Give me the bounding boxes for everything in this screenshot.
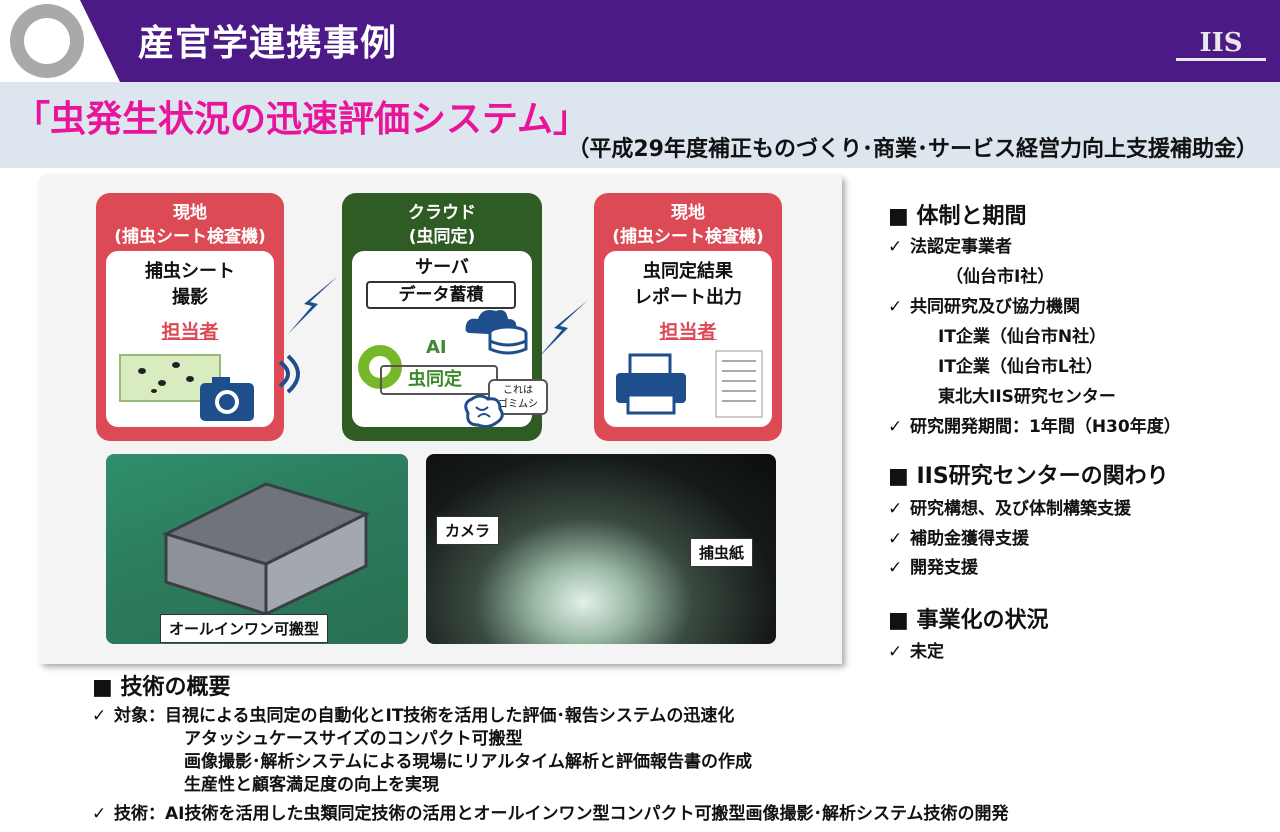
check-icon: ✓ [888, 237, 903, 257]
report-line-1: 虫同定結果 [643, 261, 733, 282]
check-icon: ✓ [888, 297, 903, 317]
speech-bubble: これは ゴミムシ [488, 379, 548, 415]
structure-item-5: IT企業（仙台市L社） [938, 357, 1103, 377]
brain-icon [464, 394, 504, 429]
portable-device-label: オールインワン可搬型 [160, 614, 329, 643]
check-icon: ✓ [888, 499, 903, 519]
capture-line-1: 捕虫シート [145, 261, 235, 282]
check-icon: ✓ [888, 642, 903, 662]
target-line-1: 目視による虫同定の自動化とIT技術を活用した評価･報告システムの迅速化 [165, 706, 735, 726]
tech-label: 技術： [114, 804, 165, 824]
slide-main-title: 「虫発生状況の迅速評価システム」 [14, 99, 589, 140]
lightning-link-icon [288, 276, 338, 334]
check-icon: ✓ [888, 529, 903, 549]
trap-paper-label: 捕虫紙 [690, 538, 754, 567]
iis-logo-underline [1176, 58, 1266, 61]
structure-item-1: ✓法認定事業者 [888, 237, 1012, 257]
printer-report-icon [616, 350, 763, 418]
ai-label: AI [426, 337, 447, 358]
report-person-label: 担当者 [659, 321, 717, 343]
trap-sheet-camera-icon [119, 354, 254, 421]
report-card-header-2: (捕虫シート検査機) [612, 227, 764, 247]
check-icon: ✓ [92, 706, 107, 726]
title-band [0, 82, 1280, 168]
server-label: サーバ [415, 257, 469, 278]
overview-heading: ■ 技術の概要 [92, 675, 231, 700]
check-icon: ✓ [888, 417, 903, 437]
cloud-database-icon [465, 310, 528, 355]
identify-label: 虫同定 [408, 369, 462, 390]
cloud-card: クラウド (虫同定) サーバ データ蓄積 AI 虫同定 これは ゴミムシ [342, 193, 548, 441]
bubble-line-1: これは [503, 385, 533, 396]
iis-item-1: ✓研究構想、及び体制構築支援 [888, 499, 1131, 519]
capture-line-2: 撮影 [172, 287, 208, 308]
report-card-body: 虫同定結果 レポート出力 担当者 [604, 251, 772, 427]
site-card-header-1: 現地 [173, 203, 207, 223]
site-card-body: 捕虫シート 撮影 担当者 [106, 251, 274, 427]
wifi-signal-icon [278, 354, 300, 394]
structure-item-2: （仙台市I社） [946, 267, 1055, 287]
report-card-header-1: 現地 [671, 203, 705, 223]
wreath-logo-icon [10, 4, 84, 78]
target-label: 対象： [114, 706, 165, 726]
camera-label: カメラ [436, 516, 500, 545]
section-commercial-heading: ■ 事業化の状況 [888, 608, 1049, 633]
cloud-card-header-1: クラウド [408, 203, 476, 223]
iis-item-2: ✓補助金獲得支援 [888, 529, 1029, 549]
iis-item-3: ✓開発支援 [888, 558, 978, 578]
overview-target-line: ✓ 対象：目視による虫同定の自動化とIT技術を活用した評価･報告システムの迅速化 [92, 705, 734, 728]
section-iis-heading: ■ IIS研究センターの関わり [888, 464, 1169, 489]
portable-device-photo: オールインワン可搬型 [106, 454, 408, 644]
page-title: 産官学連携事例 [138, 23, 398, 64]
report-line-2: レポート出力 [634, 287, 742, 308]
overview-tech-line: ✓ 技術：AI技術を活用した虫類同定技術の活用とオールインワン型コンパクト可搬型画… [92, 803, 1008, 826]
camera-scanner-photo: カメラ 捕虫紙 [426, 454, 776, 644]
check-icon: ✓ [92, 804, 107, 824]
structure-item-4: IT企業（仙台市N社） [938, 327, 1107, 347]
bubble-line-2: ゴミムシ [498, 399, 538, 410]
site-card-capture: 現地 (捕虫シート検査機) 捕虫シート 撮影 担当者 [96, 193, 284, 441]
header-bar [0, 0, 1280, 82]
section-structure-heading: ■ 体制と期間 [888, 204, 1027, 229]
lightning-link-icon-2 [538, 300, 588, 358]
target-line-3: 画像撮影･解析システムによる現場にリアルタイム解析と評価報告書の作成 [184, 752, 752, 772]
data-storage-box: データ蓄積 [366, 281, 516, 309]
site-card-report: 現地 (捕虫シート検査機) 虫同定結果 レポート出力 担当者 [594, 193, 782, 441]
site-card-header-2: (捕虫シート検査機) [114, 227, 266, 247]
structure-item-7: ✓研究開発期間：1年間（H30年度） [888, 417, 1181, 437]
iis-logo: IIS [1199, 28, 1243, 58]
tech-text: AI技術を活用した虫類同定技術の活用とオールインワン型コンパクト可搬型画像撮影･… [165, 804, 1009, 824]
cloud-card-body: サーバ データ蓄積 AI 虫同定 これは ゴミムシ [352, 251, 548, 429]
target-line-4: 生産性と顧客満足度の向上を実現 [184, 775, 439, 795]
slide-subtitle: （平成29年度補正ものづくり･商業･サービス経営力向上支援補助金） [567, 137, 1258, 162]
target-line-2: アタッシュケースサイズのコンパクト可搬型 [184, 729, 523, 749]
structure-item-3: ✓共同研究及び協力機関 [888, 297, 1080, 317]
check-icon: ✓ [888, 558, 903, 578]
commercial-item-1: ✓未定 [888, 642, 944, 662]
cloud-card-header-2: (虫同定) [408, 227, 476, 247]
structure-item-6: 東北大IIS研究センター [938, 387, 1116, 407]
person-in-charge-label: 担当者 [161, 321, 219, 343]
